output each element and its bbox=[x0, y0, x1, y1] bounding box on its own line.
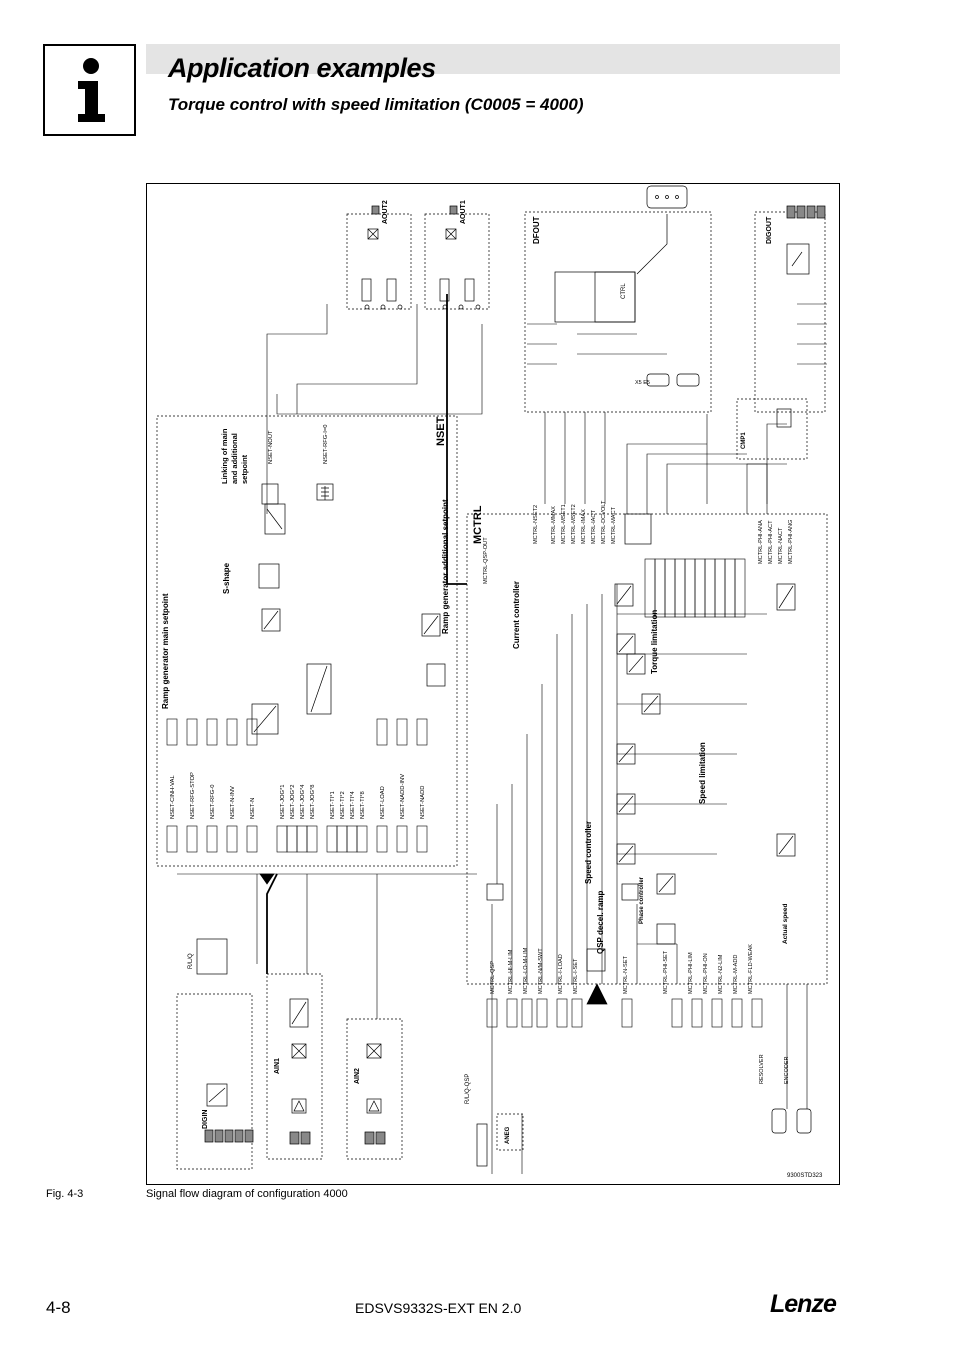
s-shape-label: S-shape bbox=[222, 562, 231, 594]
svg-text:NSET-N-INV: NSET-N-INV bbox=[230, 786, 236, 819]
ramp-main-label: Ramp generator main setpoint bbox=[161, 593, 170, 709]
svg-text:MCTRL-M-ADD: MCTRL-M-ADD bbox=[733, 955, 739, 994]
svg-text:MCTRL-PHI-ANG: MCTRL-PHI-ANG bbox=[788, 520, 794, 564]
mctrl-block: MCTRL Current controller Speed controlle… bbox=[466, 500, 828, 1028]
svg-text:NSET-RFG-0: NSET-RFG-0 bbox=[210, 785, 216, 819]
ain1-block: AIN1 bbox=[266, 973, 323, 1160]
title-bar bbox=[146, 44, 840, 74]
svg-text:CTRL: CTRL bbox=[621, 283, 627, 299]
ain2-block: AIN2 bbox=[346, 1018, 403, 1160]
figure-label: Fig. 4-3 bbox=[46, 1188, 84, 1200]
svg-text:QSP decel. ramp: QSP decel. ramp bbox=[596, 890, 605, 954]
svg-text:NSET-TI*8: NSET-TI*8 bbox=[360, 791, 366, 819]
svg-text:NSET-LOAD: NSET-LOAD bbox=[380, 786, 386, 819]
svg-text:MCTRL-NSET2: MCTRL-NSET2 bbox=[533, 505, 539, 544]
svg-text:MCTRL-N-SET: MCTRL-N-SET bbox=[623, 956, 629, 994]
svg-text:NSET-NADD: NSET-NADD bbox=[420, 786, 426, 820]
svg-text:DIGOUT: DIGOUT bbox=[766, 216, 773, 244]
svg-text:MCTRL-IACT: MCTRL-IACT bbox=[591, 510, 597, 544]
svg-text:CMP1: CMP1 bbox=[741, 432, 747, 449]
svg-text:MCTRL-QSP-OUT: MCTRL-QSP-OUT bbox=[483, 537, 489, 584]
cmp1-block: CMP1 bbox=[736, 398, 808, 460]
svg-text:MCTRL-NACT: MCTRL-NACT bbox=[778, 527, 784, 564]
linking-label: Linking of main bbox=[220, 428, 229, 484]
logo-text: Lenze bbox=[770, 1290, 837, 1318]
svg-text:AOUT1: AOUT1 bbox=[460, 200, 467, 224]
svg-text:NSET-JOG*8: NSET-JOG*8 bbox=[310, 785, 316, 819]
svg-text:DIGIN: DIGIN bbox=[202, 1110, 209, 1129]
svg-text:NSET-RFG-I=0: NSET-RFG-I=0 bbox=[323, 425, 329, 464]
page-number: 4-8 bbox=[46, 1298, 71, 1317]
figure-caption: Signal flow diagram of configuration 400… bbox=[146, 1188, 348, 1200]
svg-text:Speed controller: Speed controller bbox=[584, 821, 593, 884]
svg-text:NSET-NADD-INV: NSET-NADD-INV bbox=[400, 774, 406, 819]
svg-text:AOUT2: AOUT2 bbox=[382, 200, 389, 224]
aout1-block: AOUT1 bbox=[424, 200, 490, 310]
svg-text:Torque limitation: Torque limitation bbox=[650, 610, 659, 674]
page-title: Application examples bbox=[168, 53, 436, 83]
svg-text:NSET-N: NSET-N bbox=[250, 798, 256, 819]
svg-text:NSET-TI*4: NSET-TI*4 bbox=[350, 791, 356, 819]
aneg-block: ANEG R/L/Q-QSP bbox=[465, 1074, 524, 1167]
ramp-add-label: Ramp generator additional setpoint bbox=[441, 499, 450, 634]
svg-text:MCTRL-N/M-SWT: MCTRL-N/M-SWT bbox=[538, 948, 544, 994]
svg-text:R/L/Q-QSP: R/L/Q-QSP bbox=[465, 1074, 471, 1104]
svg-text:MCTRL-MACT: MCTRL-MACT bbox=[611, 506, 617, 544]
svg-text:MCTRL-FLD-WEAK: MCTRL-FLD-WEAK bbox=[748, 944, 754, 994]
svg-text:Speed limitation: Speed limitation bbox=[698, 742, 707, 804]
info-icon bbox=[43, 44, 136, 136]
svg-text:MCTRL-MSET2: MCTRL-MSET2 bbox=[571, 504, 577, 544]
sheet-id: 9300STD323 bbox=[787, 1173, 823, 1179]
svg-text:NSET-TI*2: NSET-TI*2 bbox=[340, 791, 346, 819]
svg-text:NSET-NOUT: NSET-NOUT bbox=[268, 430, 274, 464]
svg-text:NSET-JOG*2: NSET-JOG*2 bbox=[290, 785, 296, 819]
lenze-logo: Lenze bbox=[770, 1290, 837, 1319]
digin-block: DIGIN R/L/Q bbox=[176, 938, 254, 1170]
svg-text:MCTRL-MSET1: MCTRL-MSET1 bbox=[561, 504, 567, 544]
svg-text:MCTRL-PHI-LIM: MCTRL-PHI-LIM bbox=[688, 952, 694, 994]
svg-text:Actual speed: Actual speed bbox=[782, 904, 789, 944]
nset-title: NSET bbox=[435, 416, 447, 446]
linking-label-2: and additional bbox=[230, 433, 239, 484]
svg-text:MCTRL-I-LOAD: MCTRL-I-LOAD bbox=[558, 954, 564, 994]
svg-text:Current controller: Current controller bbox=[512, 581, 521, 649]
svg-text:MCTRL-MMAX: MCTRL-MMAX bbox=[551, 506, 557, 544]
svg-text:NSET-JOG*1: NSET-JOG*1 bbox=[280, 785, 286, 819]
svg-text:NSET-CINH-VAL: NSET-CINH-VAL bbox=[170, 775, 176, 819]
feedback-connectors: RESOLVER ENCODER bbox=[759, 1054, 812, 1134]
svg-text:AIN2: AIN2 bbox=[354, 1068, 361, 1084]
nset-block: NSET Ramp generator main setpoint Ramp g… bbox=[156, 415, 458, 867]
svg-text:NSET-JOG*4: NSET-JOG*4 bbox=[300, 784, 306, 819]
linking-label-3: setpoint bbox=[240, 454, 249, 484]
svg-text:DFOUT: DFOUT bbox=[532, 216, 541, 244]
aout2-block: AOUT2 bbox=[346, 200, 412, 310]
svg-text:MCTRL-PHI-ON: MCTRL-PHI-ON bbox=[703, 953, 709, 994]
svg-text:MCTRL-IMAX: MCTRL-IMAX bbox=[581, 509, 587, 544]
svg-text:MCTRL: MCTRL bbox=[472, 505, 484, 544]
svg-text:MCTRL-PHI-SET: MCTRL-PHI-SET bbox=[663, 950, 669, 994]
document-id: EDSVS9332S-EXT EN 2.0 bbox=[355, 1300, 522, 1316]
svg-text:NSET-RFG-STOP: NSET-RFG-STOP bbox=[190, 772, 196, 819]
dfout-block: DFOUT CTRL X5 E5 bbox=[524, 185, 712, 413]
svg-text:R/L/Q: R/L/Q bbox=[188, 953, 194, 969]
svg-text:Phase controller: Phase controller bbox=[639, 876, 645, 924]
svg-text:X5 E5: X5 E5 bbox=[635, 380, 650, 386]
svg-text:MCTRL-I-SET: MCTRL-I-SET bbox=[573, 958, 579, 994]
svg-text:MCTRL-PHI-ACT: MCTRL-PHI-ACT bbox=[768, 520, 774, 564]
signal-flow-diagram: NSET Ramp generator main setpoint Ramp g… bbox=[146, 183, 840, 1185]
digout-block: DIGOUT bbox=[754, 205, 826, 413]
svg-text:MCTRL-DCVOLT: MCTRL-DCVOLT bbox=[601, 500, 607, 544]
svg-text:MCTRL-HI-M-LIM: MCTRL-HI-M-LIM bbox=[508, 949, 514, 994]
svg-text:MCTRL-N2-LIM: MCTRL-N2-LIM bbox=[718, 954, 724, 994]
svg-text:NSET-TI*1: NSET-TI*1 bbox=[330, 791, 336, 819]
svg-text:ANEG: ANEG bbox=[505, 1126, 511, 1144]
svg-text:RESOLVER: RESOLVER bbox=[759, 1054, 765, 1084]
svg-text:MCTRL-PHI-ANA: MCTRL-PHI-ANA bbox=[758, 520, 764, 564]
svg-text:AIN1: AIN1 bbox=[274, 1058, 281, 1074]
page-subtitle: Torque control with speed limitation (C0… bbox=[168, 95, 584, 114]
svg-text:MCTRL-QSP: MCTRL-QSP bbox=[490, 961, 496, 994]
svg-text:MCTRL-LO-M-LIM: MCTRL-LO-M-LIM bbox=[523, 947, 529, 994]
